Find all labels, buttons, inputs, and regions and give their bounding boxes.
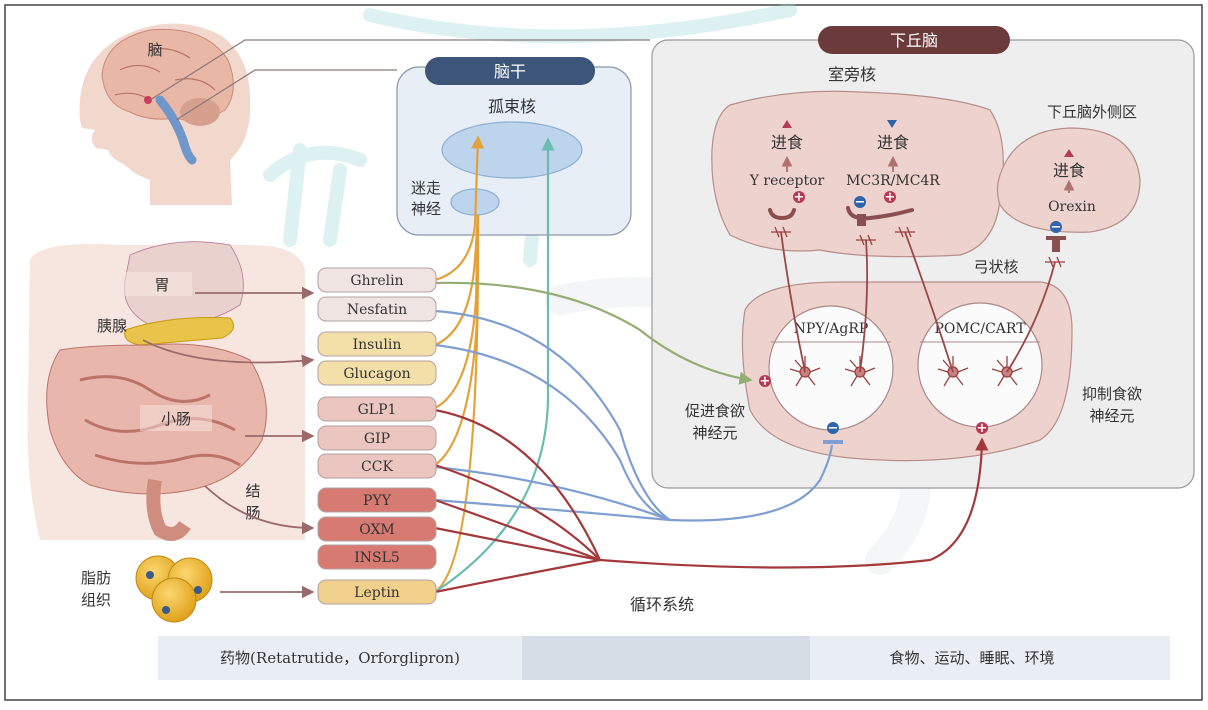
hormone-oxm: OXM (317, 516, 437, 542)
hormone-label: Glucagon (343, 366, 410, 382)
footer-drugs: 药物(Retatrutide，Orforglipron) (220, 649, 460, 667)
npy-agrp-label: NPY/AgRP (794, 321, 869, 337)
hormone-insl5: INSL5 (317, 544, 437, 570)
orexigenic-label-2: 神经元 (692, 424, 737, 442)
brainstem-title: 脑干 (494, 62, 526, 81)
svg-text:+: + (885, 190, 896, 205)
nts-label: 孤束核 (488, 97, 536, 116)
anorexigenic-label-2: 神经元 (1089, 407, 1134, 425)
fat-cells (135, 555, 213, 623)
pomc-cart-label: POMC/CART (934, 321, 1026, 337)
orexin-label: Orexin (1048, 199, 1096, 215)
arc-label: 弓状核 (973, 258, 1018, 276)
signal-curves (434, 135, 989, 594)
brain-label: 脑 (147, 41, 162, 59)
head-illustration (79, 23, 251, 205)
hormone-label: Insulin (353, 337, 402, 353)
brainstem-header (425, 57, 595, 85)
up-triangle-icon-lha (1064, 149, 1074, 157)
small-intestine-label: 小肠 (161, 410, 191, 428)
orexigenic-label: 促进食欲 (685, 402, 745, 420)
svg-text:+: + (977, 421, 988, 436)
hormone-label: GLP1 (358, 402, 397, 418)
hormone-glucagon: Glucagon (317, 360, 437, 386)
fat-label-2: 组织 (81, 591, 111, 609)
circulation-label: 循环系统 (630, 595, 694, 614)
fat-label: 脂肪 (81, 569, 111, 587)
hormone-label: CCK (361, 459, 393, 475)
vagus-label-2: 神经 (411, 200, 441, 218)
svg-text:+: + (760, 374, 771, 389)
svg-text:−: − (828, 421, 839, 436)
hormone-insulin: Insulin (317, 331, 437, 357)
hormone-glp1: GLP1 (317, 396, 437, 422)
footer-environment: 食物、运动、睡眠、环境 (889, 649, 1054, 667)
hormone-label: OXM (359, 522, 395, 538)
hormone-pyy: PYY (317, 487, 437, 513)
hormone-leptin: Leptin (317, 579, 437, 605)
anorexigenic-label: 抑制食欲 (1082, 385, 1142, 403)
hormone-label: GIP (364, 431, 390, 447)
y-receptor-label: Y receptor (749, 173, 825, 189)
hormone-label: Nesfatin (347, 302, 407, 318)
organ-arrows (142, 286, 315, 599)
lha-label: 下丘脑外侧区 (1047, 103, 1137, 121)
pancreas-shape (124, 317, 235, 346)
hormone-ghrelin: Ghrelin (317, 267, 437, 293)
brain-to-brainstem-line (175, 69, 397, 121)
brain-to-hypothalamus-line (149, 39, 650, 101)
pvn-nucleus (711, 90, 1004, 258)
stomach-label: 胃 (154, 276, 169, 294)
svg-text:+: + (794, 190, 805, 205)
footer-mid-bar (522, 636, 810, 680)
eat-arrows (781, 155, 1075, 193)
eat-label-lha: 进食 (1053, 161, 1085, 180)
orexin-blocker (1052, 238, 1060, 252)
footer-drugs-bar (158, 636, 522, 680)
torso-illustration (27, 241, 305, 541)
vagus-label: 迷走 (411, 179, 441, 197)
hypothalamus-title: 下丘脑 (890, 31, 938, 50)
hormone-nesfatin: Nesfatin (317, 296, 437, 322)
plus-badges: + + + + (759, 190, 988, 436)
up-triangle-icon (782, 120, 792, 128)
svg-text:−: − (855, 195, 866, 210)
hormone-label: INSL5 (354, 550, 400, 566)
svg-text:−: − (1051, 220, 1062, 235)
nts-nucleus (441, 121, 583, 179)
receptor-cups (768, 206, 914, 221)
mc-blocker (857, 214, 866, 226)
projection-lines (780, 231, 1056, 373)
hormone-cck: CCK (317, 453, 437, 479)
hormone-label: Ghrelin (350, 273, 403, 289)
hormone-label: Leptin (354, 585, 400, 601)
hormone-gip: GIP (317, 425, 437, 451)
eat-label-npy: 进食 (771, 133, 803, 152)
hormone-label: PYY (363, 493, 392, 509)
down-triangle-icon (887, 120, 897, 128)
colon-label: 结 (245, 482, 260, 500)
pancreas-label: 胰腺 (97, 317, 127, 335)
eat-label-pomc: 进食 (877, 133, 909, 152)
mc-receptor-label: MC3R/MC4R (846, 173, 940, 189)
pvn-label: 室旁核 (828, 65, 876, 84)
hypothalamus-header (818, 26, 1010, 54)
footer-env-bar (810, 636, 1170, 680)
minus-badges: − − − (827, 195, 1062, 436)
